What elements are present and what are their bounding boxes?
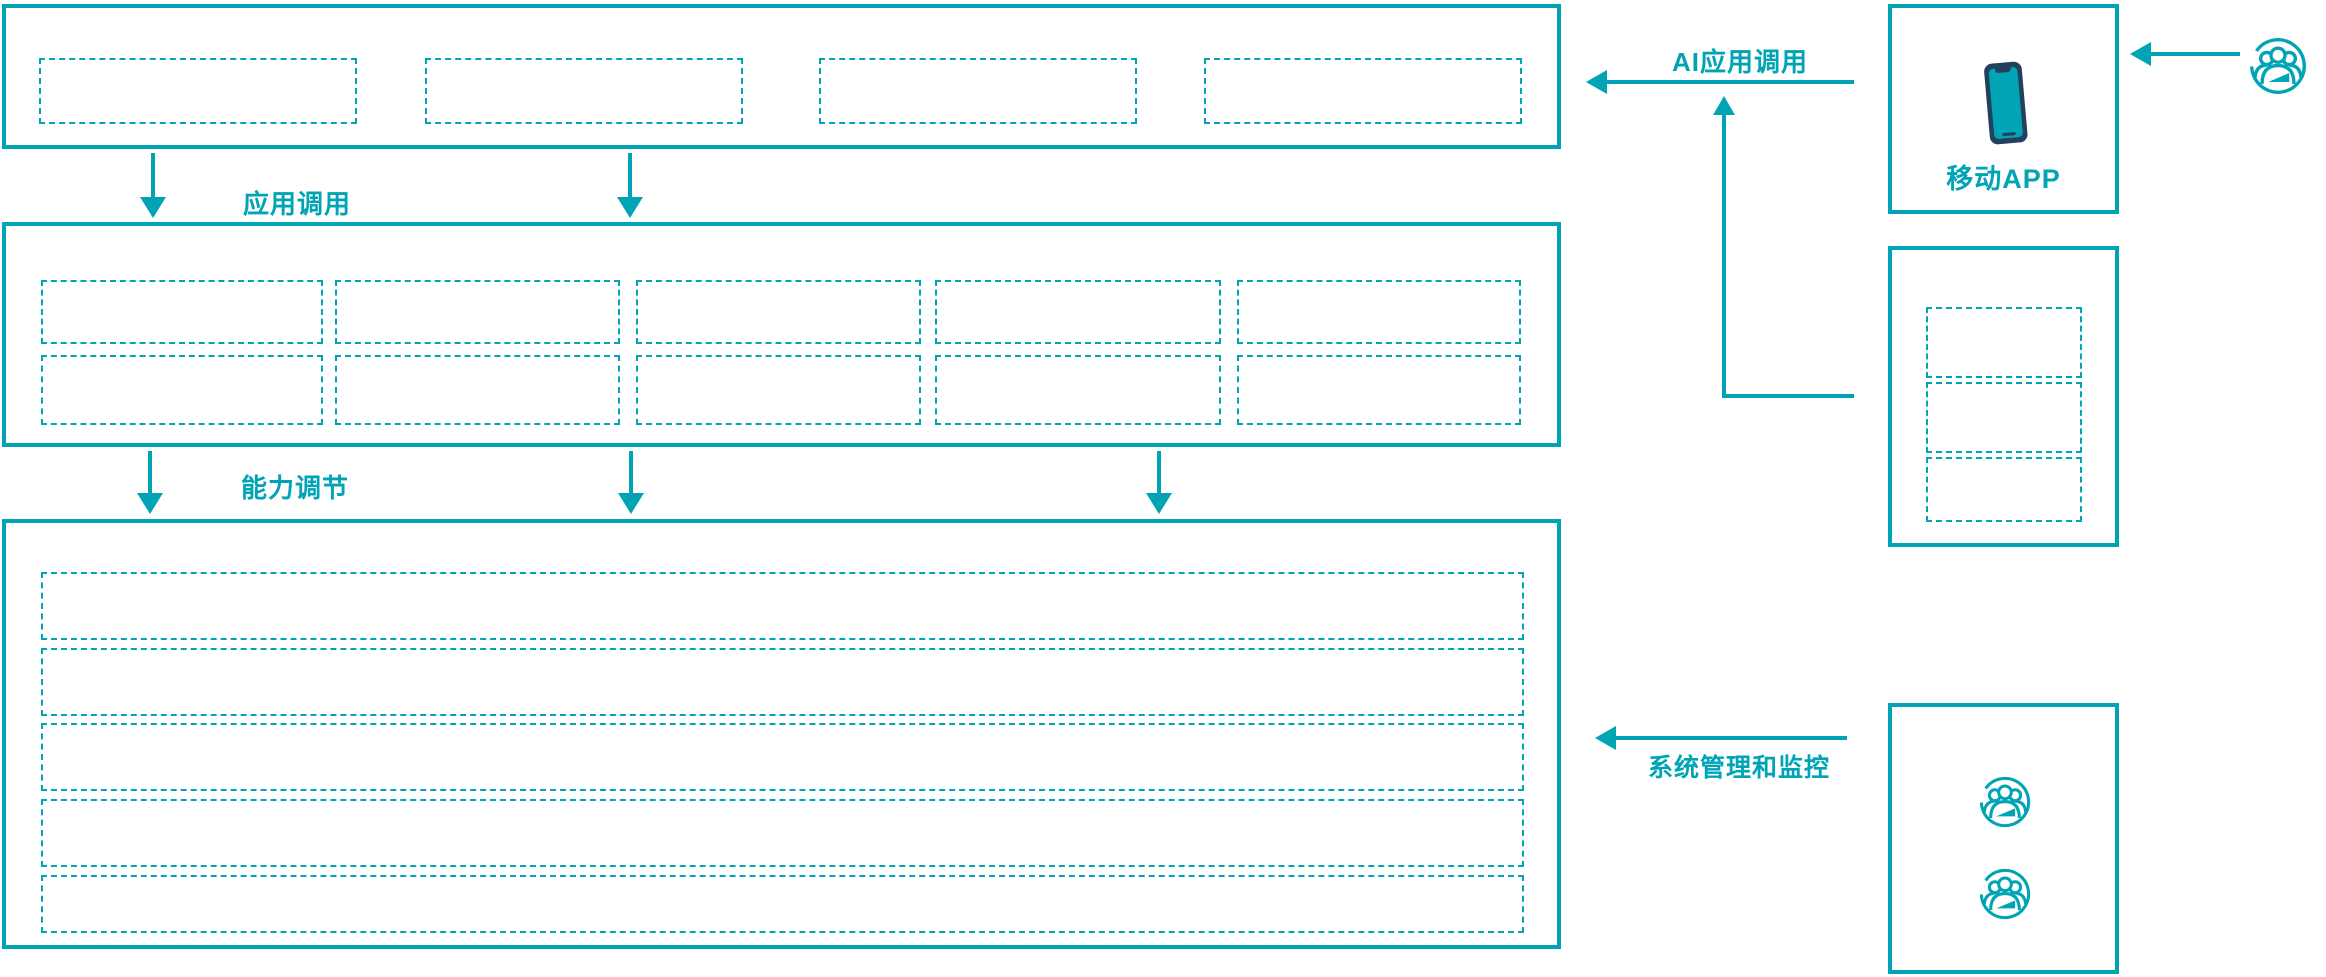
placeholder-box xyxy=(935,280,1221,344)
ai-call-arrow-line xyxy=(1606,80,1854,84)
placeholder-strip xyxy=(41,572,1524,640)
arrow-down-icon xyxy=(618,493,644,514)
placeholder-box xyxy=(41,280,323,344)
ai-app-call-label: AI应用调用 xyxy=(1672,47,1809,77)
arrow-left-icon xyxy=(2130,42,2151,66)
arrow-down-icon xyxy=(1146,493,1172,514)
placeholder-box xyxy=(636,355,921,425)
placeholder-box xyxy=(425,58,743,124)
system-management-label: 系统管理和监控 xyxy=(1648,754,1831,782)
app-call-arrow-line xyxy=(628,153,632,198)
right-middle-box xyxy=(1888,246,2119,547)
placeholder-box xyxy=(935,355,1221,425)
placeholder-box xyxy=(636,280,921,344)
admin-box xyxy=(1888,703,2119,974)
placeholder-strip xyxy=(41,723,1524,791)
placeholder-box xyxy=(41,355,323,425)
arrow-down-icon xyxy=(137,493,163,514)
arrow-down-icon xyxy=(140,197,166,218)
user-arrow-line xyxy=(2150,52,2240,56)
app-call-arrow-line xyxy=(151,153,155,198)
arrow-down-icon xyxy=(617,197,643,218)
top-band xyxy=(2,4,1561,149)
placeholder-box xyxy=(1926,457,2082,522)
arrow-up-icon xyxy=(1713,96,1735,115)
placeholder-box xyxy=(819,58,1137,124)
capability-arrow-line xyxy=(148,451,152,494)
placeholder-box xyxy=(1926,382,2082,453)
capability-arrow-line xyxy=(1157,451,1161,494)
placeholder-box xyxy=(39,58,357,124)
placeholder-box xyxy=(1237,355,1521,425)
placeholder-box xyxy=(1237,280,1521,344)
capability-arrow-line xyxy=(629,451,633,494)
sysmgmt-arrow-line xyxy=(1615,736,1847,740)
connector-line xyxy=(1722,114,1726,398)
bottom-band xyxy=(2,519,1561,949)
app-call-label: 应用调用 xyxy=(243,189,352,219)
placeholder-box xyxy=(335,280,620,344)
user-group-icon xyxy=(1978,775,2032,834)
middle-band xyxy=(2,222,1561,447)
connector-line xyxy=(1722,394,1854,398)
arrow-left-icon xyxy=(1586,70,1607,94)
user-group-icon xyxy=(2248,36,2308,101)
mobile-app-label: 移动APP xyxy=(1946,164,2061,194)
placeholder-strip xyxy=(41,799,1524,867)
placeholder-strip xyxy=(41,875,1524,933)
user-group-icon xyxy=(1978,867,2032,926)
smartphone-icon xyxy=(1978,50,2032,163)
placeholder-box xyxy=(1204,58,1522,124)
mobile-app-box: 移动APP xyxy=(1888,4,2119,214)
placeholder-strip xyxy=(41,648,1524,716)
placeholder-box xyxy=(335,355,620,425)
placeholder-box xyxy=(1926,307,2082,378)
arrow-left-icon xyxy=(1595,726,1616,750)
capability-tuning-label: 能力调节 xyxy=(241,473,350,503)
